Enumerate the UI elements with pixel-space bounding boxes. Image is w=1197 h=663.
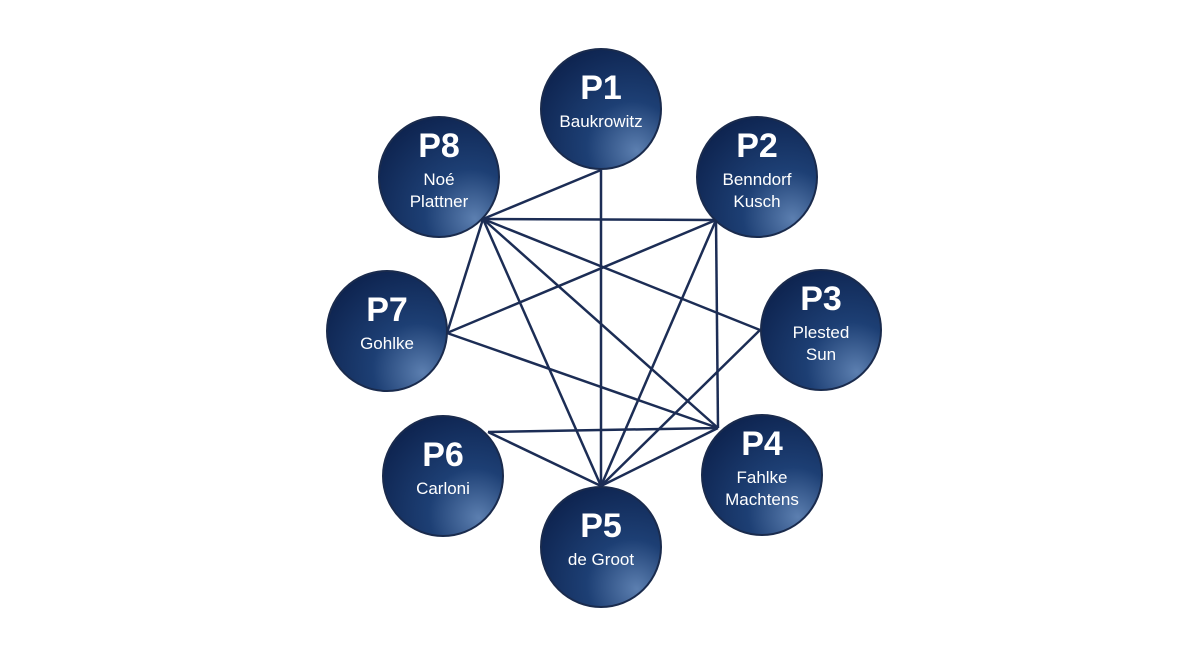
node-id-label: P7	[366, 291, 408, 329]
edges-layer	[445, 168, 761, 488]
node-p5: P5 de Groot	[540, 486, 662, 608]
node-circle	[378, 116, 500, 238]
node-id-label: P8	[418, 127, 460, 165]
node-id-label: P1	[580, 69, 622, 107]
edge-p8-p3	[482, 217, 761, 332]
node-name-line: Gohlke	[360, 334, 414, 353]
node-circle	[540, 48, 662, 170]
node-circle	[760, 269, 882, 391]
edge-p8-p7	[445, 218, 485, 334]
node-name-line: Noé	[423, 170, 454, 189]
node-name-line: Plattner	[410, 192, 469, 211]
node-name-line: Plested	[793, 323, 850, 342]
edge-p8-p1	[482, 168, 602, 221]
node-id-label: P4	[741, 425, 783, 463]
node-circle	[540, 486, 662, 608]
edge-p4-p5	[600, 426, 719, 488]
edge-p6-p5	[487, 430, 602, 488]
nodes-layer: P1BaukrowitzP2BenndorfKuschP3PlestedSunP…	[326, 48, 882, 608]
node-name-line: Carloni	[416, 479, 470, 498]
node-id-label: P2	[736, 127, 778, 165]
node-name-line: Benndorf	[723, 170, 792, 189]
node-name-line: Sun	[806, 345, 836, 364]
edge-p2-p4	[714, 219, 720, 429]
edge-p8-p2	[482, 217, 717, 222]
node-name-line: Machtens	[725, 490, 799, 509]
node-id-label: P5	[580, 507, 622, 545]
node-circle	[701, 414, 823, 536]
edge-p8-p5	[481, 218, 603, 487]
node-id-label: P3	[800, 280, 842, 318]
node-circle	[326, 270, 448, 392]
node-id-label: P6	[422, 436, 464, 474]
edge-p6-p4	[487, 426, 719, 434]
node-name-line: Fahlke	[736, 468, 787, 487]
node-name-line: de Groot	[568, 550, 634, 569]
node-name-line: Baukrowitz	[559, 112, 642, 131]
node-name-line: Kusch	[733, 192, 780, 211]
node-circle	[382, 415, 504, 537]
edge-p7-p4	[446, 331, 719, 430]
edge-p2-p7	[446, 218, 717, 335]
edge-p3-p5	[600, 329, 761, 487]
node-circle	[696, 116, 818, 238]
edge-p2-p5	[599, 219, 718, 487]
